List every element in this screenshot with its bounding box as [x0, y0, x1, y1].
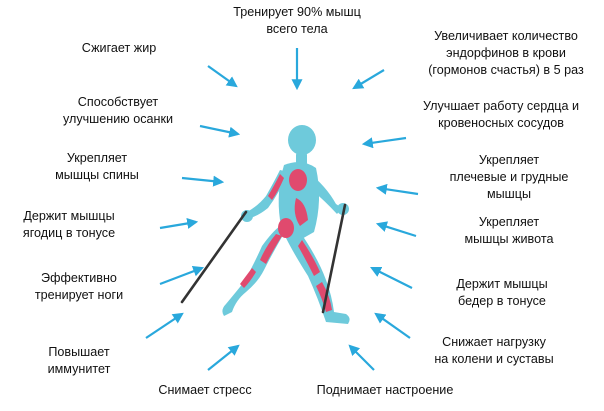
arrow-icon — [145, 312, 184, 339]
arrow-icon — [159, 265, 205, 286]
arrow-icon — [159, 218, 199, 230]
arrow-icon — [375, 221, 417, 238]
arrow-icon — [199, 124, 241, 138]
arrow-icon — [370, 267, 413, 289]
label-burns-fat: Сжигает жир — [81, 41, 157, 55]
arrow-icon — [352, 69, 385, 90]
arrow-icon — [374, 312, 411, 339]
arrow-icon — [361, 136, 407, 149]
label-mood: Поднимает настроение — [316, 383, 454, 397]
arrow-icon — [207, 344, 240, 371]
arrow-icon — [181, 175, 225, 187]
label-stress: Снимает стресс — [158, 383, 252, 397]
arrow-icon — [375, 183, 419, 196]
arrow-icon — [348, 344, 375, 371]
arrow-icon — [207, 65, 238, 88]
